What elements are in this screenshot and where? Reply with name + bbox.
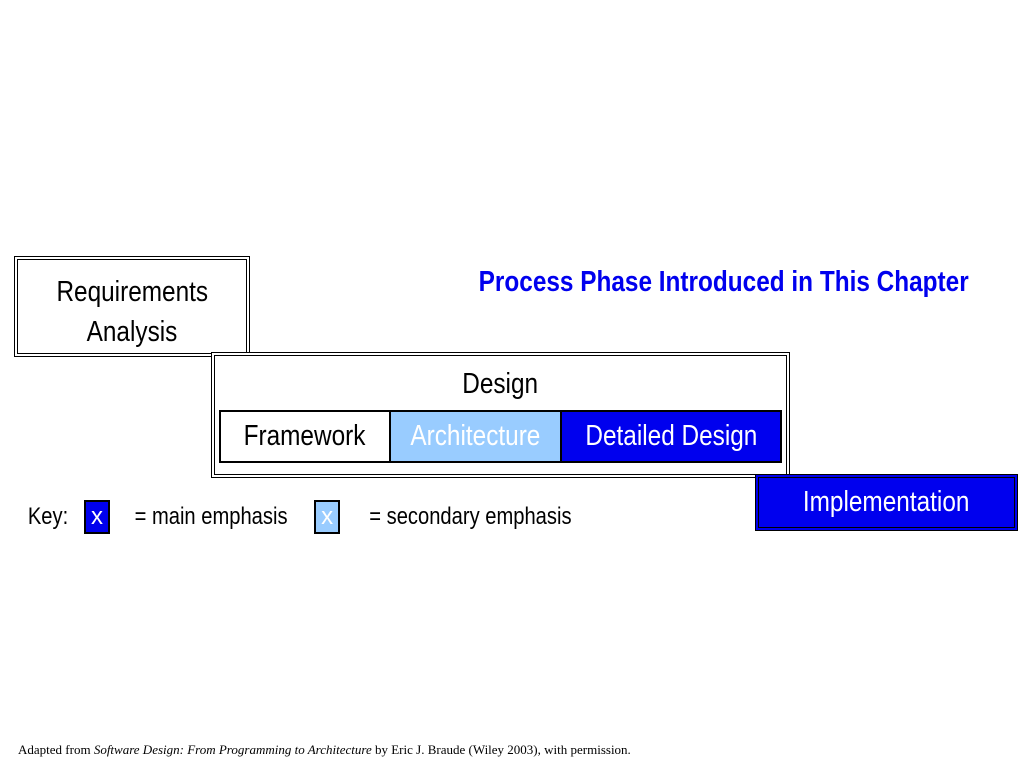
page-title: Process Phase Introduced in This Chapter bbox=[420, 266, 1024, 299]
design-label: Design bbox=[462, 368, 539, 400]
key-prefix: Key: bbox=[27, 503, 69, 530]
main-emphasis-swatch: x bbox=[84, 500, 111, 534]
phase-framework: Framework bbox=[221, 412, 391, 461]
secondary-emphasis-text: = secondary emphasis bbox=[369, 503, 572, 530]
requirements-analysis-label: Requirements Analysis bbox=[18, 272, 246, 352]
secondary-emphasis-swatch: x bbox=[314, 500, 341, 534]
phase-architecture: Architecture bbox=[391, 412, 562, 461]
design-phases-row: Framework Architecture Detailed Design bbox=[219, 410, 782, 463]
credit-prefix: Adapted from bbox=[18, 742, 94, 757]
requirements-analysis-box: Requirements Analysis bbox=[14, 256, 250, 357]
design-box: Design Framework Architecture Detailed D… bbox=[211, 352, 790, 478]
requirements-line1: Requirements bbox=[56, 276, 208, 308]
main-emphasis-text: = main emphasis bbox=[134, 503, 288, 530]
phase-detailed-design: Detailed Design bbox=[562, 412, 780, 461]
implementation-box: Implementation bbox=[755, 474, 1018, 531]
implementation-label: Implementation bbox=[803, 486, 970, 518]
source-credit: Adapted from Software Design: From Progr… bbox=[18, 742, 631, 758]
requirements-line2: Analysis bbox=[86, 316, 178, 348]
emphasis-key: Key: x = main emphasis x = secondary emp… bbox=[24, 498, 591, 536]
page-title-text: Process Phase Introduced in This Chapter bbox=[478, 266, 970, 298]
credit-book-title: Software Design: From Programming to Arc… bbox=[93, 742, 372, 757]
credit-suffix: by Eric J. Braude (Wiley 2003), with per… bbox=[371, 742, 631, 757]
